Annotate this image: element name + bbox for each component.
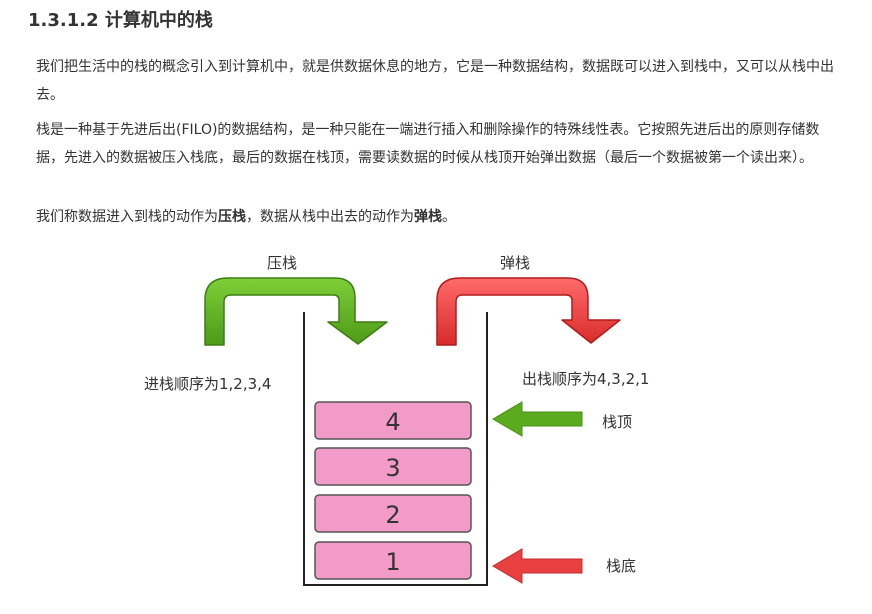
paragraph-actions-prefix: 我们称数据进入到栈的动作为 [36, 209, 218, 225]
push-label: 压栈 [267, 254, 297, 272]
stack-item-1: 1 [314, 541, 472, 580]
stack-diagram: 压栈 弹栈 进栈顺序为1,2,3,4 出栈顺序为4,3,2,1 4 3 2 1 … [144, 254, 649, 586]
stack-item-label: 3 [385, 454, 400, 482]
stack-item-2: 2 [314, 494, 472, 533]
stack-item-4: 4 [314, 401, 472, 440]
paragraph-intro: 我们把生活中的栈的概念引入到计算机中，就是供数据休息的地方，它是一种数据结构，数… [36, 59, 834, 103]
paragraph-actions-suffix: 。 [442, 209, 456, 225]
stack-top-label: 栈顶 [602, 413, 632, 431]
stack-item-label: 4 [385, 408, 400, 436]
paragraph-actions: 我们称数据进入到栈的动作为压栈，数据从栈中出去的动作为弹栈。 [36, 203, 844, 231]
paragraph-definition: 栈是一种基于先进后出(FILO)的数据结构，是一种只能在一端进行插入和删除操作的… [36, 122, 820, 166]
arrow-left-green-icon [492, 401, 583, 437]
curved-arrow-push-icon [204, 277, 388, 346]
paragraph-actions-middle: ，数据从栈中出去的动作为 [246, 209, 414, 225]
stack-item-label: 2 [385, 501, 400, 529]
term-pop: 弹栈 [414, 209, 442, 225]
section-heading: 1.3.1.2 计算机中的栈 [28, 10, 213, 31]
term-push: 压栈 [218, 209, 246, 225]
stack-item-3: 3 [314, 447, 472, 486]
push-order-label: 进栈顺序为1,2,3,4 [144, 375, 271, 393]
pop-label: 弹栈 [500, 254, 530, 272]
arrow-left-red-icon [492, 548, 583, 584]
stack-item-label: 1 [385, 548, 400, 576]
stack-bottom-label: 栈底 [606, 557, 636, 575]
stack-container [303, 312, 488, 586]
pop-order-label: 出栈顺序为4,3,2,1 [522, 370, 649, 388]
curved-arrow-pop-icon [436, 277, 621, 346]
